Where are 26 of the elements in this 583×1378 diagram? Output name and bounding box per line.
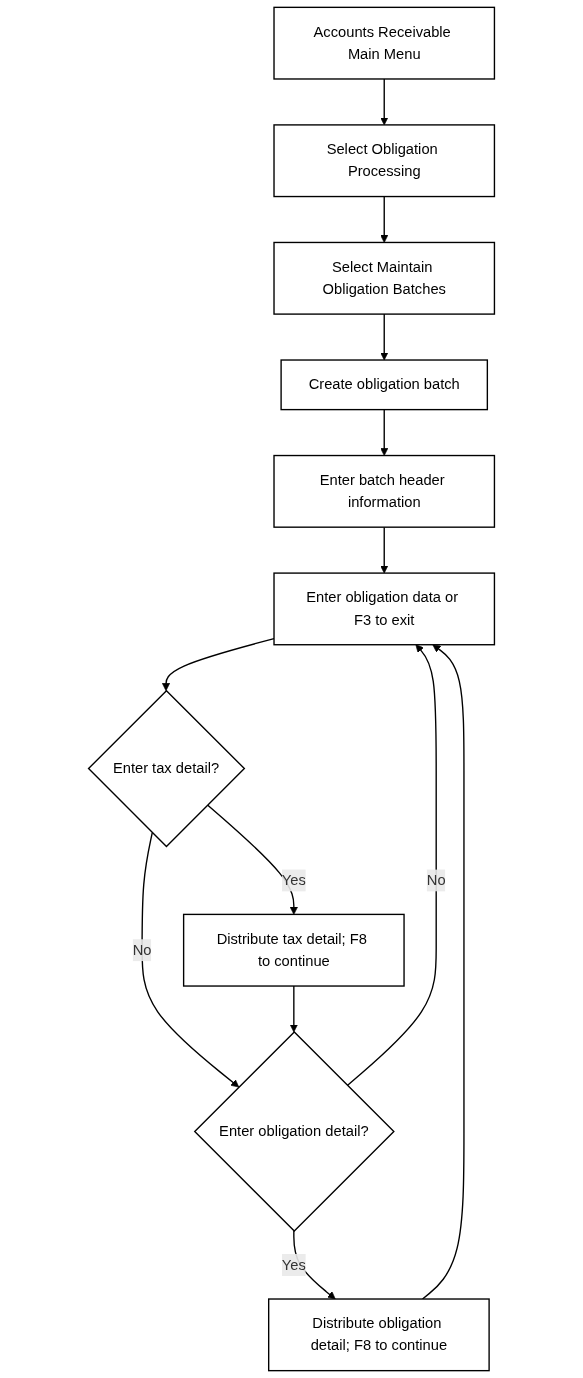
- edge-label: No: [132, 941, 152, 958]
- edge-label: No: [426, 872, 446, 888]
- node-diamond: Enter obligation detail?: [193, 1031, 395, 1233]
- arrow: [380, 526, 389, 574]
- node-box: Distribute tax detail; F8 to continue: [182, 913, 405, 987]
- node-box: Enter obligation data or F3 to exit: [273, 572, 496, 646]
- arrow: [380, 408, 389, 456]
- node-diamond: Enter tax detail?: [87, 689, 246, 848]
- arrow: [161, 637, 275, 691]
- arrow: [206, 804, 298, 915]
- arrow: [289, 985, 298, 1033]
- node-box: Select Obligation Processing: [273, 124, 496, 198]
- edge-label: Yes: [281, 872, 306, 888]
- node-box: Distribute obligation detail; F8 to continue: [268, 1298, 490, 1372]
- arrow: [141, 832, 240, 1088]
- node-box: Select Maintain Obligation Batches: [273, 241, 496, 315]
- edge-label: Yes: [281, 1256, 306, 1273]
- node-box: Accounts Receivable Main Menu: [273, 6, 496, 80]
- node-box: Enter batch header information: [273, 454, 496, 528]
- node-box: Create obligation batch: [280, 359, 489, 411]
- arrow: [421, 644, 465, 1300]
- arrow: [380, 78, 389, 126]
- arrow: [346, 644, 437, 1087]
- arrow: [293, 1230, 336, 1300]
- arrow: [380, 313, 389, 361]
- arrow: [380, 195, 389, 243]
